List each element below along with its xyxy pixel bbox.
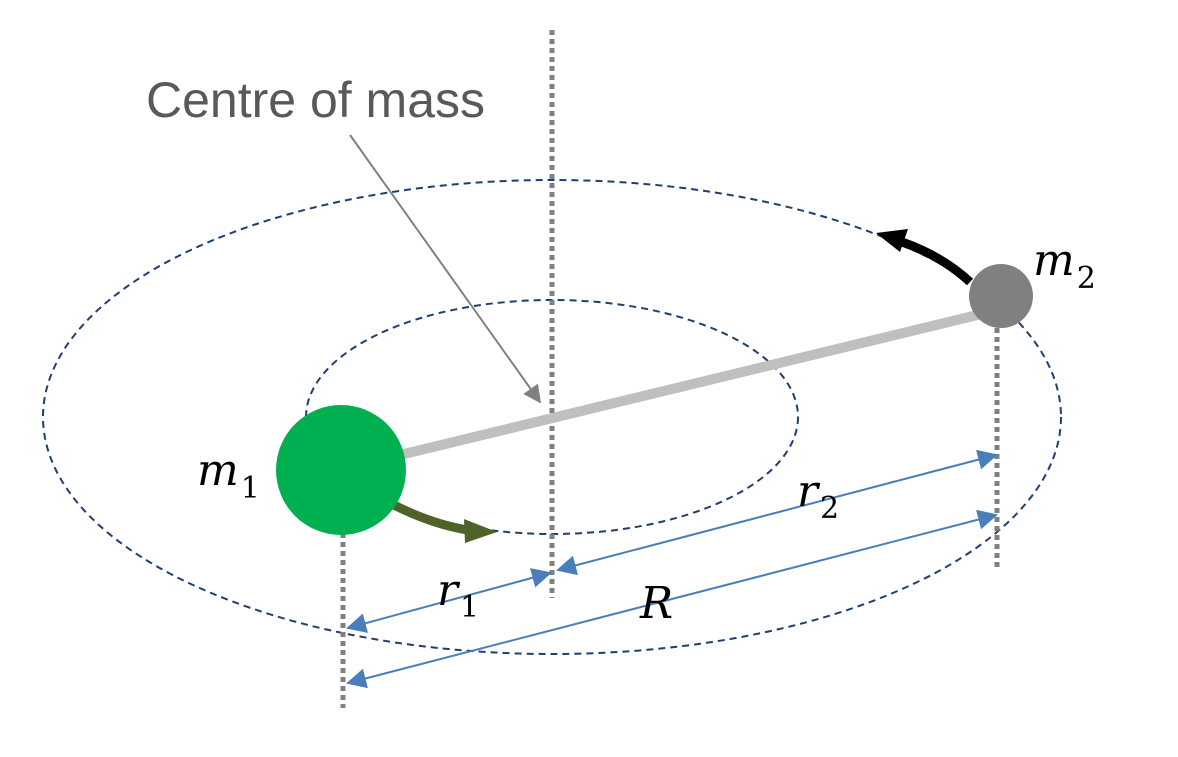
R-label: R (639, 578, 673, 629)
m1-motion-arrow (385, 498, 469, 535)
m2-motion-arrowhead (876, 229, 908, 252)
r2-label: r2 (797, 466, 839, 526)
m2-subscript: 2 (1077, 261, 1096, 296)
centre-of-mass-pointer (349, 134, 542, 404)
m2-label: m2 (1033, 235, 1096, 296)
m2-symbol: m (1033, 235, 1075, 286)
m2-motion-arrow (900, 237, 974, 286)
connector-rod (398, 305, 1000, 460)
centre-of-mass-label: Centre of mass (146, 72, 485, 128)
r1-label: r1 (437, 565, 479, 625)
m1-label: m1 (197, 445, 260, 506)
R-dimension-line (346, 509, 998, 689)
m1-subscript: 1 (241, 471, 260, 506)
m1-motion-arrowhead (464, 519, 497, 543)
m1-symbol: m (197, 445, 239, 496)
r1-subscript: 1 (460, 590, 479, 625)
r2-subscript: 2 (820, 491, 839, 526)
r1-symbol: r (437, 565, 461, 616)
body-m1 (276, 405, 406, 535)
r2-symbol: r (797, 466, 821, 517)
r2-dimension-line (556, 449, 998, 576)
body-m2 (969, 264, 1033, 328)
